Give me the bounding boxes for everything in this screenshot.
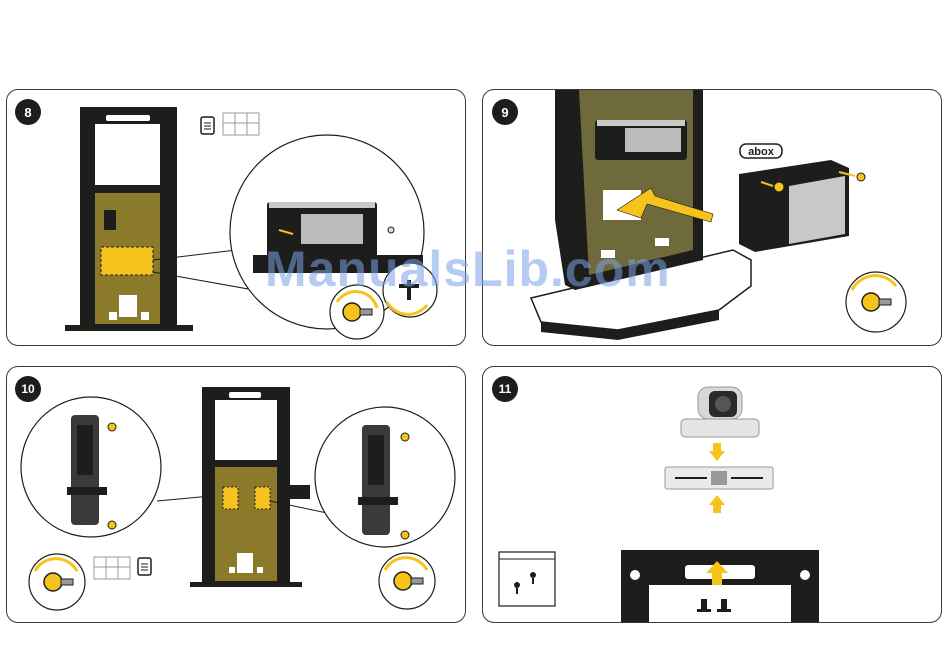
step-10-panel: 10 xyxy=(6,366,466,623)
screw-rotate-icon xyxy=(846,272,906,332)
step-8-panel: 8 xyxy=(6,89,466,346)
step-9-panel: 9 abox xyxy=(482,89,942,346)
screw-rotate-icon xyxy=(379,553,435,609)
document-icon xyxy=(201,117,214,134)
abox-brand-label: abox xyxy=(748,146,775,158)
screw-rotate-icon xyxy=(29,554,85,610)
hardware-bag-icon xyxy=(499,552,555,606)
arrow-up-icon xyxy=(709,495,725,513)
grid-sheet-icon xyxy=(223,113,259,135)
step-11-illustration xyxy=(483,367,941,622)
step-8-illustration xyxy=(7,90,465,345)
step-9-illustration: abox xyxy=(483,90,941,345)
step-11-panel: 11 xyxy=(482,366,942,623)
arrow-down-icon xyxy=(709,443,725,461)
grid-sheet-icon xyxy=(94,557,130,579)
screw-rotate-icon xyxy=(330,285,384,339)
document-icon xyxy=(138,558,151,575)
step-10-illustration xyxy=(7,367,465,622)
